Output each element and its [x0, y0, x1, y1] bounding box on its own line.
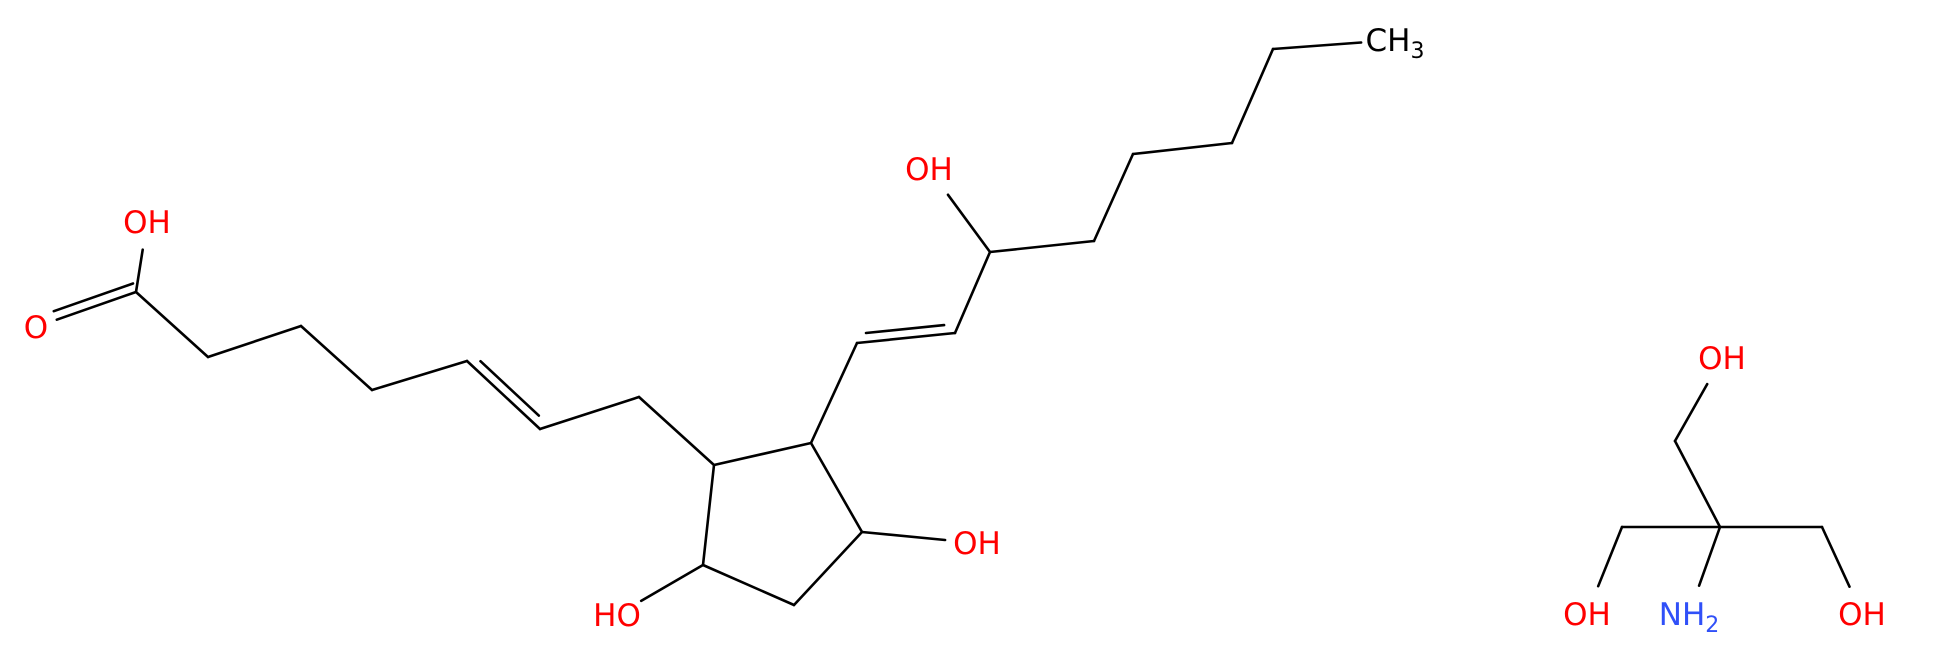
bond-tc-tn [1697, 525, 1722, 588]
bond-c19-c20 [1271, 41, 1363, 51]
bond-c15-c16 [988, 239, 1096, 254]
bond-c4-c5 [370, 359, 469, 392]
bond-c5-c6 [465, 359, 542, 431]
bond-c6-c7 [538, 395, 641, 431]
bond-c12-c8 [712, 441, 813, 467]
bond-c1-o_acid_carbonyl-second-line [52, 282, 135, 313]
bond-c15-o15 [946, 193, 992, 254]
bond-tc-ta [1673, 439, 1722, 529]
bond-c18-c19 [1230, 47, 1275, 145]
atom-label-c20: CH3 [1366, 23, 1425, 64]
bond-c17-c18 [1131, 141, 1234, 156]
atom-label-o11: OH [953, 526, 1001, 562]
bond-td-tod [1820, 525, 1851, 589]
atom-label-tod: OH [1838, 597, 1886, 633]
bond-c5-c6-second-line [479, 359, 541, 417]
bond-c9-o9 [639, 563, 705, 603]
atom-label-o_acid_carbonyl: O [24, 310, 48, 346]
atom-label-toa: OH [1698, 341, 1746, 377]
atom-label-tn: NH2 [1659, 597, 1720, 638]
bonds-layer [52, 41, 1851, 607]
bond-c14-c15 [953, 250, 992, 335]
bond-c10-c11 [792, 530, 864, 607]
bond-c7-c8 [637, 395, 716, 467]
bond-ta-toa [1673, 382, 1709, 443]
bond-tb-tob [1596, 525, 1624, 588]
atom-label-o_acid_oh: OH [123, 205, 171, 241]
bond-c13-c14 [855, 331, 957, 345]
bond-c13-c14-second-line [864, 323, 946, 335]
atom-label-tob: OH [1563, 597, 1611, 633]
bond-c1-o_acid_carbonyl [55, 290, 138, 322]
bond-c2-c3 [206, 324, 303, 359]
bond-c11-c12 [809, 441, 864, 534]
bond-c12-c13 [809, 341, 859, 445]
atom-label-o15: OH [905, 152, 953, 188]
bond-c3-c4 [299, 324, 374, 392]
bond-c16-c17 [1092, 152, 1135, 243]
bond-c9-c10 [701, 563, 796, 607]
bond-c8-c9 [701, 463, 716, 567]
bond-c11-o11 [860, 530, 947, 542]
atom-label-o9: HO [593, 598, 641, 634]
bond-c1-c2 [134, 290, 210, 359]
bond-c1-o_acid_oh [134, 248, 144, 294]
